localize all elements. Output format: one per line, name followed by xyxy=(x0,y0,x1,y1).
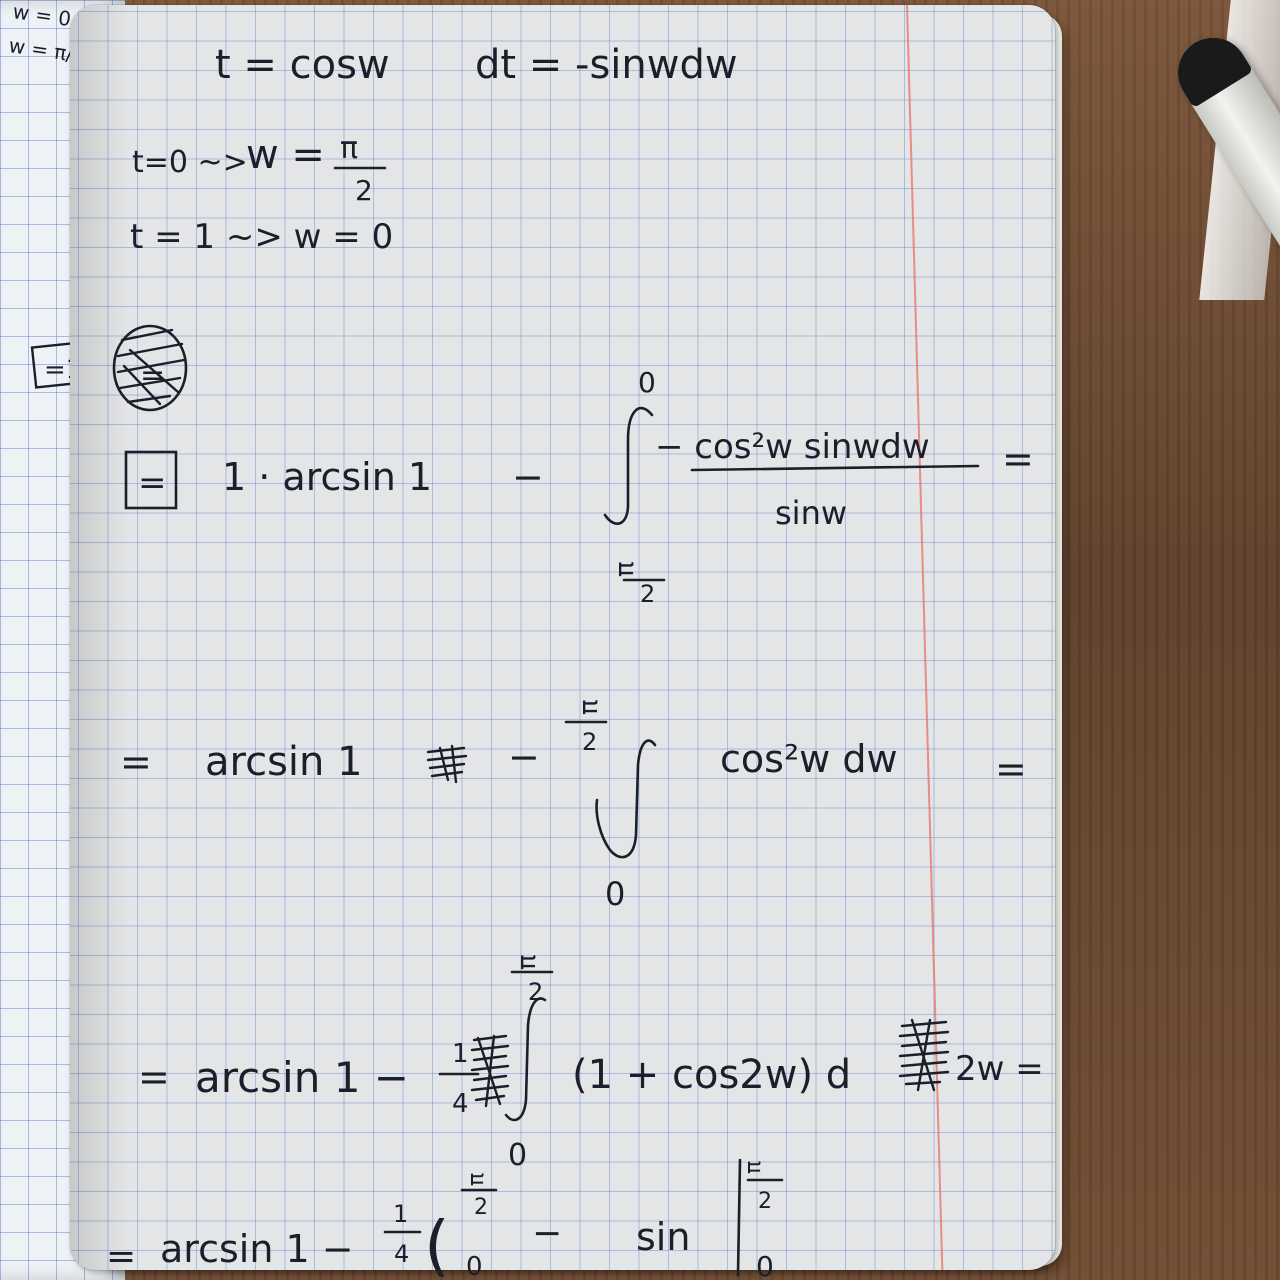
step4-upper-num: π xyxy=(464,1173,489,1186)
step3-lower: 0 xyxy=(508,1138,527,1173)
step1-box-sign: = xyxy=(138,463,167,503)
step2-scribble xyxy=(426,744,468,784)
limit1-rhs: w = xyxy=(246,132,325,178)
step4-minus: − xyxy=(532,1213,562,1254)
grid-notebook-page xyxy=(70,5,1055,1270)
limit1-lhs: t=0 ~> xyxy=(132,145,248,180)
svg-text:=: = xyxy=(140,358,165,393)
step3-scribble-right xyxy=(898,1018,950,1092)
step1-denominator: sinw xyxy=(775,494,847,532)
step1-box xyxy=(124,450,178,510)
step1-lower-num: π xyxy=(610,561,640,577)
step4-coef-num: 1 xyxy=(393,1200,408,1228)
step3-coef-den: 4 xyxy=(452,1089,469,1119)
step3-coef-num: 1 xyxy=(452,1039,469,1069)
step1-integral-sign xyxy=(603,406,654,525)
step4-lower: 0 xyxy=(466,1252,483,1280)
limit2: t = 1 ~> w = 0 xyxy=(130,217,393,257)
step4-eval-lower: 0 xyxy=(756,1250,774,1280)
step3-prefix: = xyxy=(138,1055,170,1099)
crossed-out-circle: = xyxy=(112,324,188,412)
step3-upper-num: π xyxy=(512,954,542,970)
left-page-notes: w = 0 w = π/2 =1 xyxy=(7,0,87,389)
step1-minus: − xyxy=(512,455,544,499)
step2-equals: = xyxy=(995,747,1027,791)
step1-fraction-bar xyxy=(690,464,980,472)
step1-equals: = xyxy=(1002,437,1034,481)
step2-upper-num: π xyxy=(574,699,604,715)
step3-tail: 2w = xyxy=(955,1049,1044,1089)
limit1-num: π xyxy=(340,131,358,166)
substitution-dt: dt = -sinwdw xyxy=(475,42,738,88)
substitution-t: t = cosw xyxy=(215,42,390,88)
step4-eval-bar xyxy=(736,1158,742,1277)
step2-minus: − xyxy=(508,735,540,779)
step4-coef-den: 4 xyxy=(394,1240,409,1268)
step1-numerator: − cos²w sinwdw xyxy=(655,427,930,467)
step4-lead: arcsin 1 − xyxy=(160,1227,354,1271)
step4-sin: sin xyxy=(636,1215,690,1259)
step3-integrand: (1 + cos2w) d xyxy=(572,1052,851,1098)
step2-prefix: = xyxy=(120,740,152,784)
step3-integral-sign xyxy=(504,997,547,1122)
step2-integral-sign xyxy=(595,739,657,859)
step4-eval-upper-den: 2 xyxy=(758,1189,772,1214)
step1-lead: 1 · arcsin 1 xyxy=(222,455,432,499)
step4-eval-upper-num: π xyxy=(741,1161,766,1174)
step2-integrand: cos²w dw xyxy=(720,737,898,781)
step2-lead: arcsin 1 xyxy=(205,739,363,785)
step2-upper-den: 2 xyxy=(582,728,597,756)
step4-paren: ( xyxy=(424,1207,450,1280)
step1-lower-den: 2 xyxy=(640,580,655,608)
step4-upper-den: 2 xyxy=(474,1195,488,1220)
step1-upper: 0 xyxy=(638,366,656,399)
step3-scribble-left xyxy=(470,1034,510,1108)
step4-prefix: = xyxy=(106,1236,136,1277)
page-gutter-shadow xyxy=(70,5,130,1270)
step3-lead: arcsin 1 − xyxy=(195,1053,409,1102)
limit1-den: 2 xyxy=(355,174,373,207)
step2-lower: 0 xyxy=(605,875,625,913)
